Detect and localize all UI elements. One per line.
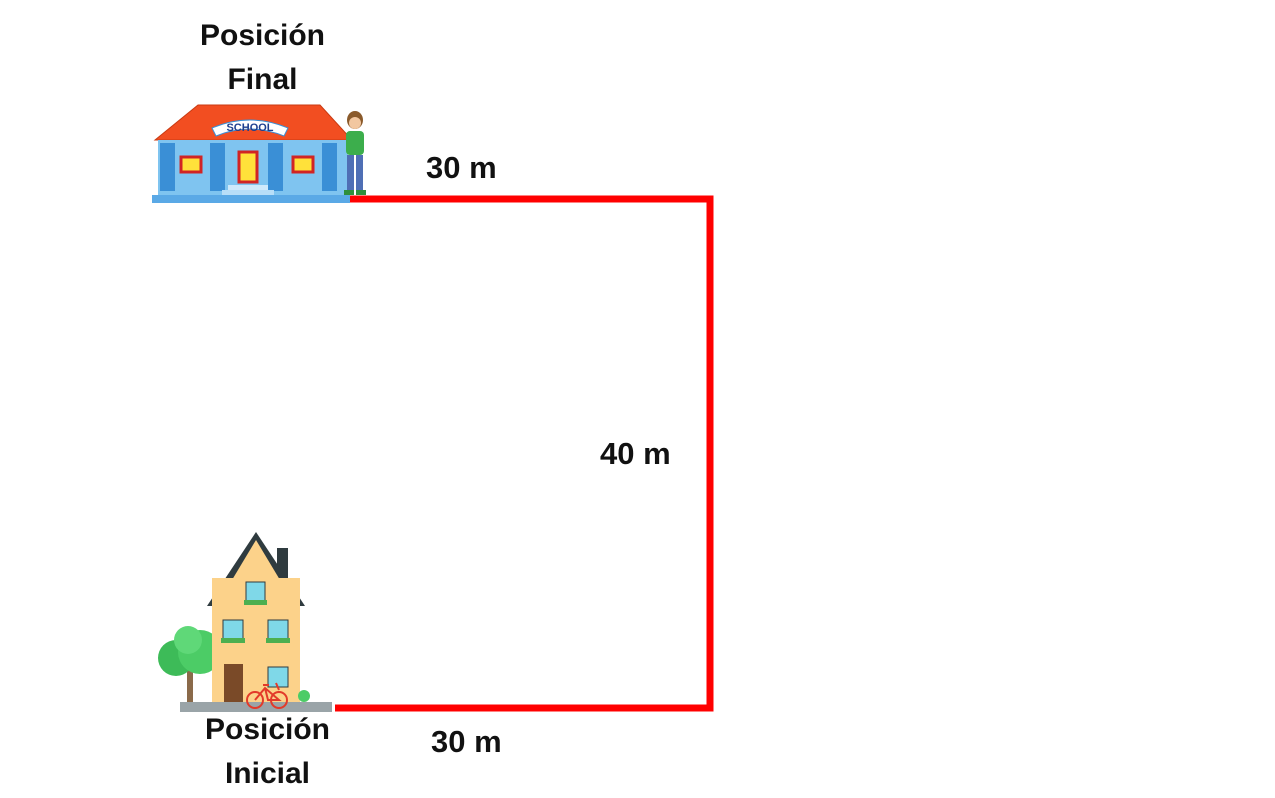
- initial-position-line1: Posición: [204, 713, 331, 746]
- bicycle-icon: [246, 682, 288, 709]
- tree-icon: [158, 626, 222, 702]
- initial-position-line2: Inicial: [224, 757, 311, 790]
- route-path: [335, 195, 714, 712]
- route-line: [335, 195, 714, 712]
- final-position-label: Posición Final: [165, 14, 360, 102]
- final-position-line1: Posición: [199, 19, 326, 52]
- final-position-line2: Final: [227, 63, 298, 96]
- school-sign-text: SCHOOL: [226, 122, 273, 134]
- distance-label-right: 40 m: [600, 436, 671, 471]
- initial-position-label: Posición Inicial: [170, 708, 365, 796]
- house-icon: [180, 532, 332, 712]
- student-icon: [344, 111, 366, 195]
- distance-label-top: 30 m: [426, 150, 497, 185]
- school-icon: SCHOOL: [152, 104, 354, 203]
- distance-label-bottom: 30 m: [431, 724, 502, 759]
